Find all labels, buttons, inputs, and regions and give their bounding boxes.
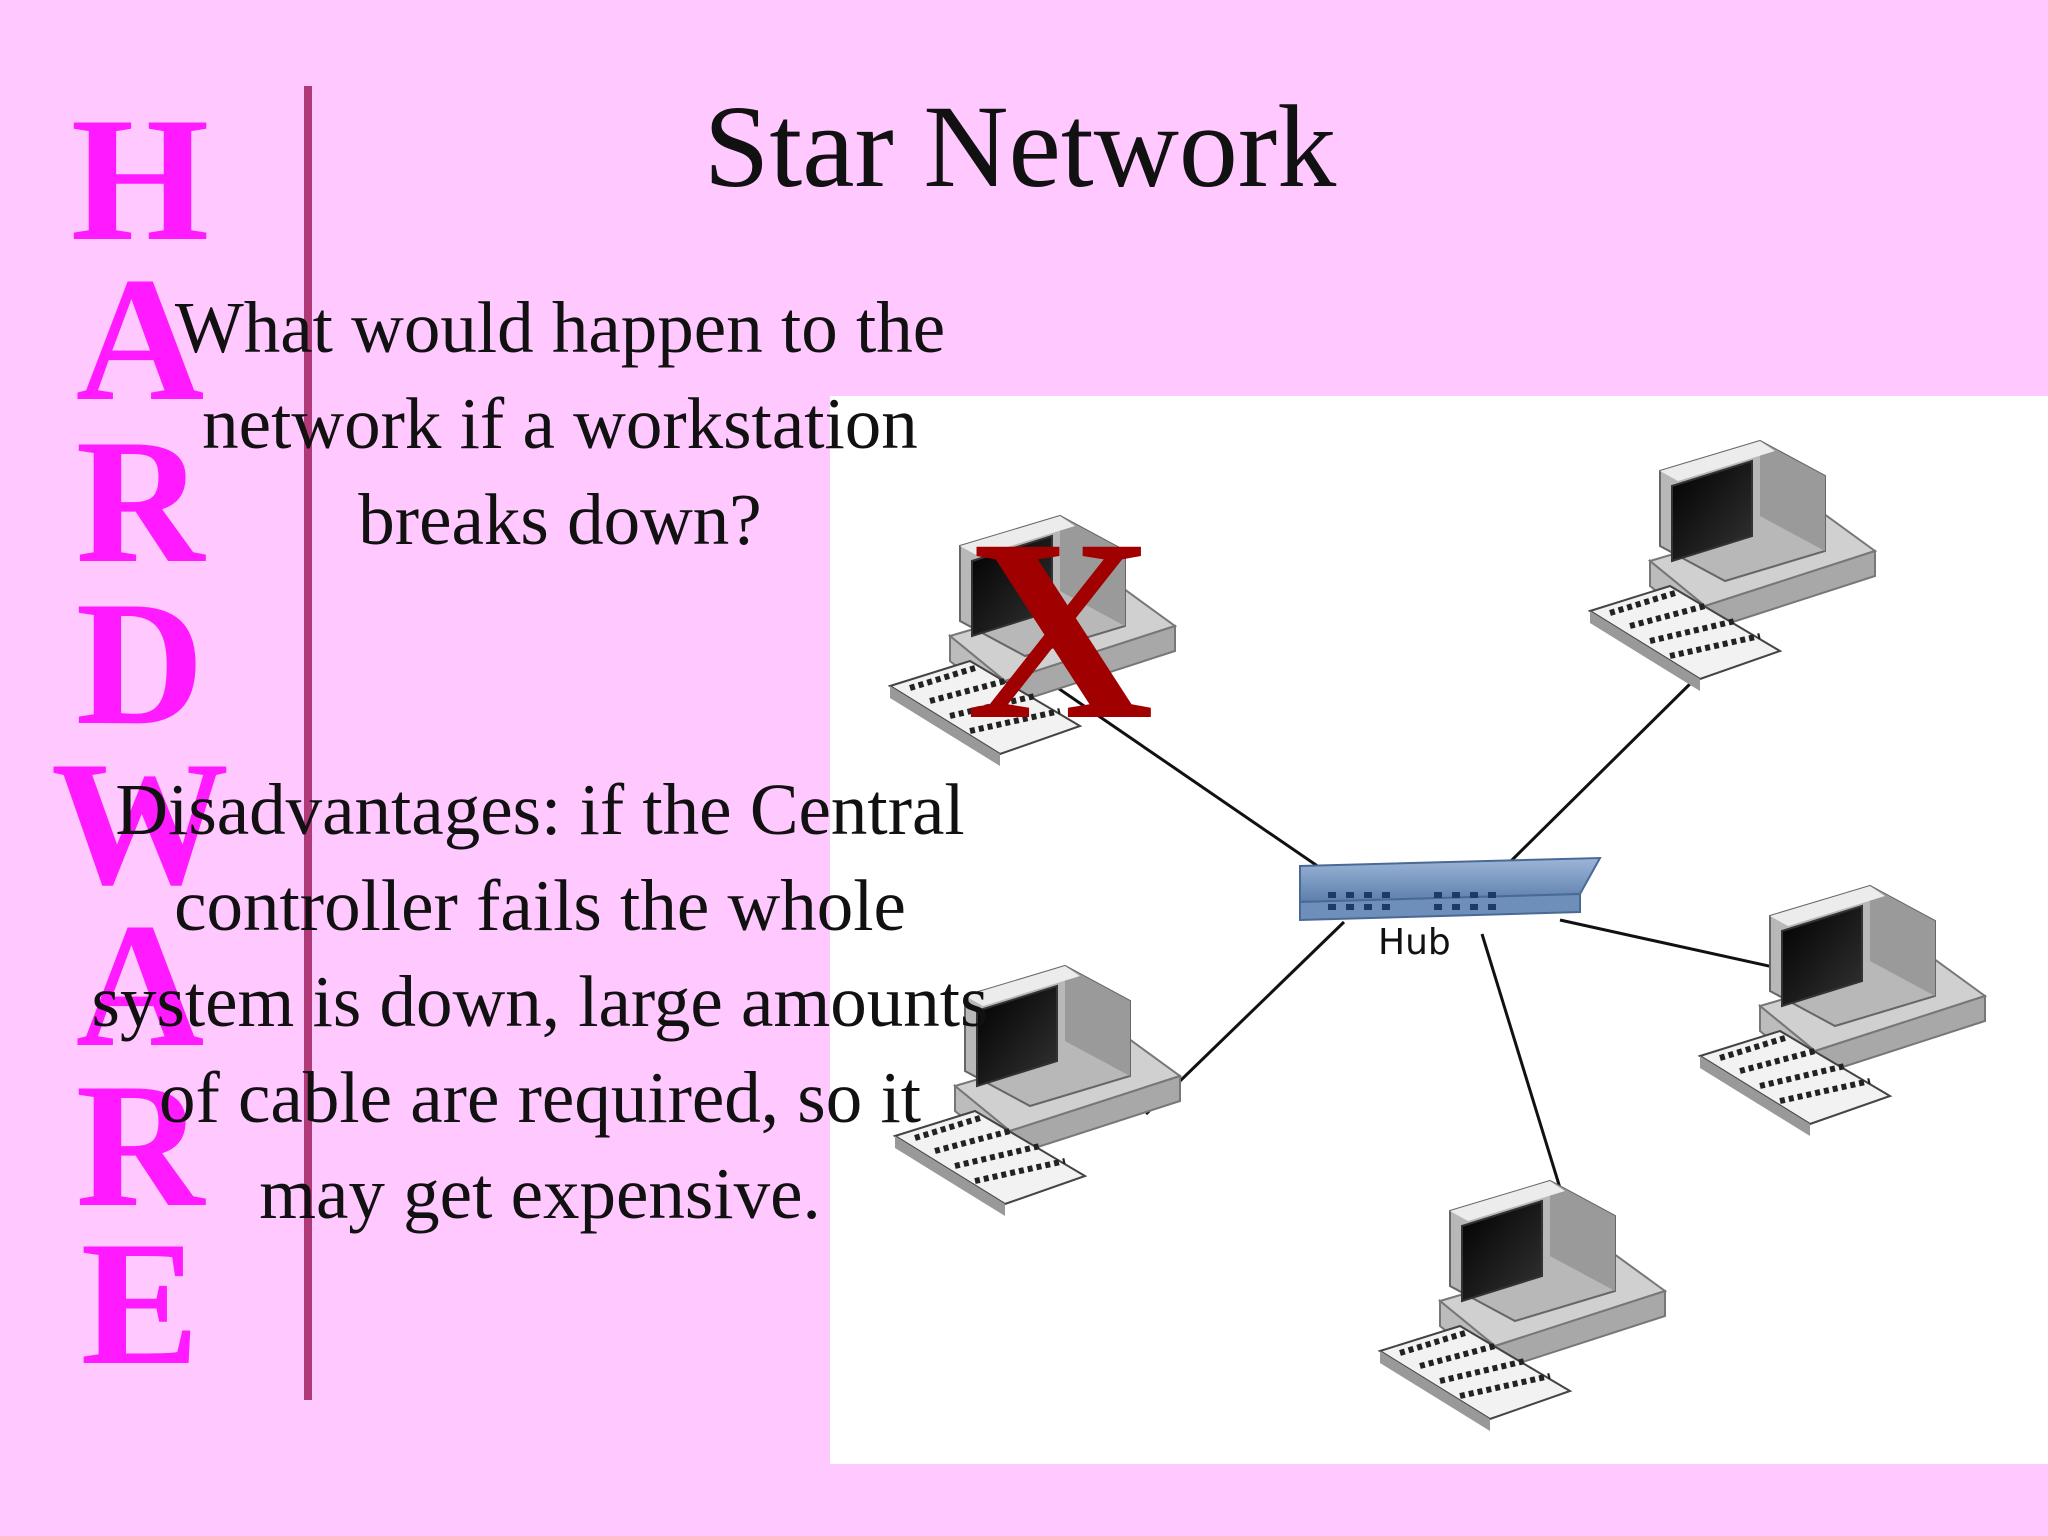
side-letter-a2: A (75, 886, 205, 1084)
side-letter-w: W (51, 724, 229, 922)
hub-icon (1299, 856, 1602, 922)
computer-icon-top-right (1590, 441, 1875, 691)
side-letter-h: H (70, 80, 210, 278)
side-letter-r2: R (75, 1046, 205, 1244)
star-network-diagram: Hub (830, 396, 2048, 1464)
vertical-divider (304, 86, 312, 1400)
side-letter-a: A (75, 240, 205, 438)
side-letter-r: R (75, 402, 205, 600)
hub-label: Hub (1378, 922, 1451, 963)
disadvantages-text: Disadvantages: if the Central controller… (91, 769, 989, 1234)
hardware-vertical-label: H A R D W A R E (40, 80, 240, 1402)
question-text: What would happen to the network if a wo… (174, 287, 946, 560)
computer-icon-bottom (1380, 1181, 1665, 1431)
failed-workstation-x-mark: X (966, 486, 1154, 774)
side-letter-d: D (75, 564, 205, 762)
computer-icon-right (1700, 886, 1985, 1136)
slide-title: Star Network (703, 81, 1337, 212)
side-letter-e: E (80, 1204, 200, 1402)
